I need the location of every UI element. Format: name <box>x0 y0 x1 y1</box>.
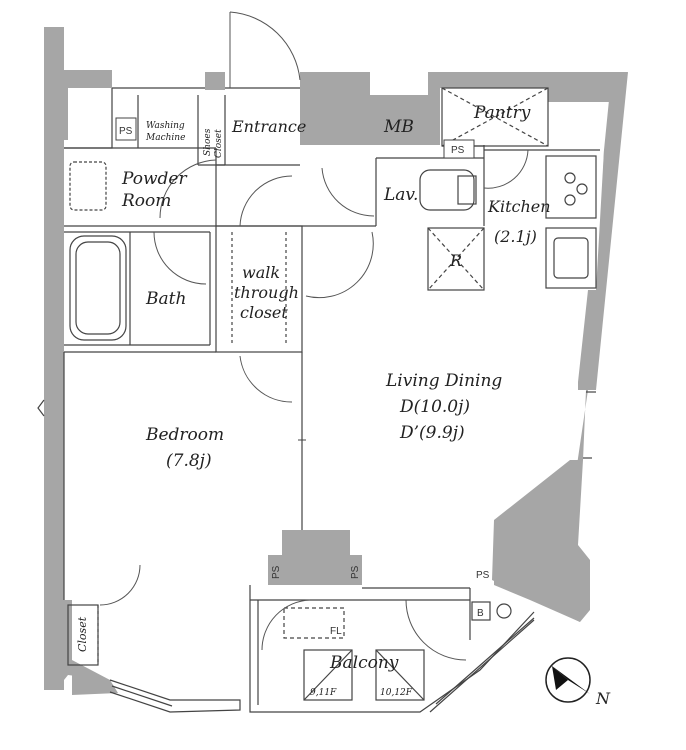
labels: Entrance MB Pantry Powder Room Lav. Kitc… <box>76 103 551 673</box>
balcony-door-left <box>261 599 311 651</box>
ps-marker-1: PS <box>119 126 133 137</box>
label-powder-2: Room <box>121 191 171 211</box>
compass-north-label: N <box>595 689 611 708</box>
north-arrow-icon <box>552 666 590 694</box>
ps-marker-3: PS <box>271 565 282 579</box>
ps-marker-5: PS <box>476 570 490 581</box>
door-swings <box>99 11 529 661</box>
label-living-1: Living Dining <box>385 371 502 391</box>
bottom-left-wall <box>72 660 118 695</box>
compass-ring <box>545 657 591 703</box>
label-living-3: D’(9.9j) <box>399 423 465 443</box>
exit-label-right: 10,12F <box>380 688 413 698</box>
center-core <box>268 530 362 585</box>
living-door <box>305 231 374 299</box>
label-bath: Bath <box>145 289 186 309</box>
room-outlines <box>37 87 600 713</box>
label-bedroom-2: (7.8j) <box>166 451 212 471</box>
label-kitchen-2: (2.1j) <box>494 227 537 246</box>
label-mb: MB <box>383 117 414 137</box>
label-walk-3: closet <box>240 303 288 322</box>
fl-marker: FL <box>330 626 342 637</box>
label-shoes-2: Closet <box>214 129 224 158</box>
label-walk-2: through <box>234 283 299 302</box>
exterior-walls <box>44 27 628 695</box>
b-marker: B <box>477 608 484 619</box>
label-closet: Closet <box>76 616 89 652</box>
label-entrance: Entrance <box>231 117 306 136</box>
label-refrigerator: R <box>449 251 462 270</box>
powder-door <box>159 159 217 219</box>
walk-door-bottom <box>239 355 293 403</box>
label-walk-1: walk <box>242 263 280 282</box>
closet-door <box>99 564 141 606</box>
right-lower-wall <box>494 460 590 622</box>
balcony-door-right <box>405 599 467 661</box>
label-bedroom-1: Bedroom <box>145 425 224 445</box>
label-kitchen-1: Kitchen <box>487 197 551 216</box>
label-pantry: Pantry <box>473 103 531 123</box>
entrance-door <box>229 11 301 88</box>
ps-marker-2: PS <box>451 145 465 156</box>
label-shoes-1: Shoes <box>203 128 213 156</box>
label-washing-1: Washing <box>146 121 185 131</box>
ps-marker-4: PS <box>350 565 361 579</box>
label-living-2: D(10.0j) <box>399 397 470 417</box>
walk-door-top <box>239 175 293 227</box>
kitchen-door <box>483 149 529 189</box>
label-lav: Lav. <box>383 185 418 205</box>
left-wall-lower <box>44 420 64 690</box>
markers: PS PS PS PS PS FL B 9,11F 10,12F <box>115 117 490 698</box>
top-wall-left <box>205 72 225 90</box>
label-powder-1: Powder <box>121 169 187 189</box>
mb-core <box>300 72 628 145</box>
exit-label-left: 9,11F <box>310 688 337 698</box>
north-compass: N <box>545 657 611 708</box>
lav-door <box>321 167 375 217</box>
label-balcony: Balcony <box>329 653 399 673</box>
bath-door <box>153 231 207 285</box>
right-wall-fill <box>586 72 628 390</box>
label-washing-2: Machine <box>145 133 185 143</box>
